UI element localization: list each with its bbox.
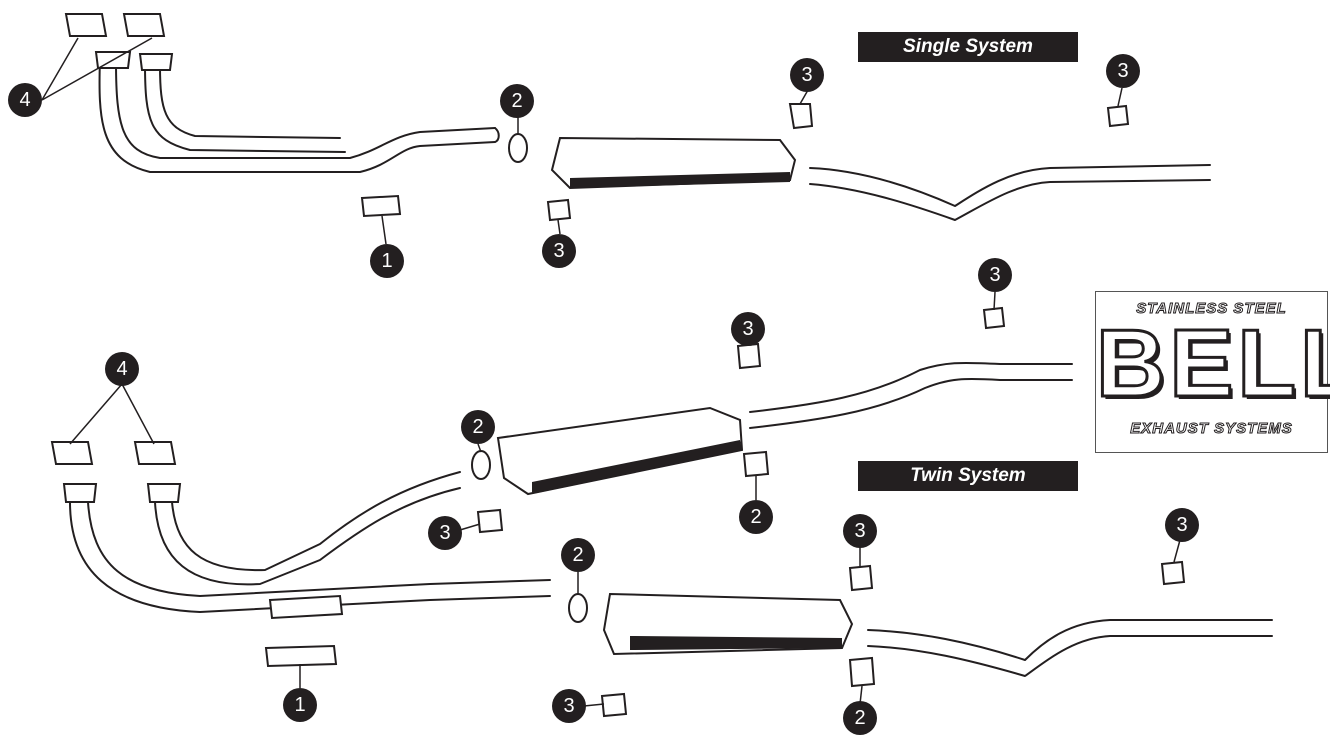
callout-twin-3-upper-top: 3 [731, 312, 765, 346]
twin-lower-silencer-shade [630, 636, 842, 650]
single-leader-4b [41, 37, 153, 101]
twin-leader-2a [477, 443, 482, 453]
single-hanger-right [1106, 104, 1130, 128]
twin-downpipe-b [87, 501, 551, 597]
callout-twin-3-lower-top: 3 [843, 514, 877, 548]
single-system-drawing [41, 13, 1211, 245]
twin-lower-tailpipe-top [867, 619, 1273, 661]
single-leader-1 [381, 215, 387, 245]
twin-leader-4b [121, 383, 155, 445]
single-silencer-shade [570, 172, 790, 188]
callout-twin-4: 4 [105, 352, 139, 386]
single-leader-3b [1117, 87, 1123, 107]
single-sealing-ring [508, 133, 528, 163]
twin-leader-3e [1173, 539, 1181, 563]
twin-hanger-lower-right [1160, 560, 1186, 586]
twin-hanger-lower-top [848, 564, 874, 592]
callout-twin-3-upper-mid: 3 [428, 516, 462, 550]
single-flange-right [138, 53, 174, 71]
single-downpipe-right [144, 63, 346, 153]
callout-twin-3-lower-bottom: 3 [552, 689, 586, 723]
callout-single-2: 2 [500, 84, 534, 118]
callout-twin-2-upper-right: 2 [739, 500, 773, 534]
single-hanger-top [788, 103, 814, 130]
single-gasket-right [122, 13, 166, 37]
single-hanger-bottom [546, 198, 572, 222]
callout-single-3-right: 3 [1106, 54, 1140, 88]
twin-downpipe-d [171, 471, 461, 572]
single-leader-4a [41, 37, 79, 101]
callout-twin-3-lower-right: 3 [1165, 508, 1199, 542]
twin-upper-ring [471, 450, 491, 480]
twin-upper-tailpipe-top [749, 361, 1073, 413]
callout-single-3-top: 3 [790, 58, 824, 92]
callout-twin-2-lower: 2 [561, 538, 595, 572]
callout-twin-2-lower-bottom: 2 [843, 701, 877, 735]
callout-single-4: 4 [8, 83, 42, 117]
twin-leader-3b [993, 291, 996, 311]
single-leader-3a [799, 89, 809, 105]
logo-top-line: STAINLESS STEEL [1136, 300, 1287, 318]
single-gasket-left [64, 13, 108, 37]
single-system-banner: Single System [858, 32, 1078, 62]
logo-bottom-line: EXHAUST SYSTEMS [1130, 420, 1293, 438]
twin-downpipe-c [154, 487, 461, 586]
twin-leader-4a [69, 383, 123, 445]
single-sleeve-clamp [360, 194, 402, 218]
callout-twin-2-upper: 2 [461, 410, 495, 444]
twin-upper-silencer-shade [532, 440, 742, 494]
twin-hanger-upper-top [736, 342, 762, 370]
twin-ring-upper-right [742, 450, 770, 478]
callout-single-3-bottom: 3 [542, 234, 576, 268]
twin-hanger-upper-right [982, 306, 1006, 330]
callout-single-1: 1 [370, 244, 404, 278]
twin-downpipe-a [69, 501, 551, 613]
bell-logo: STAINLESS STEEL BELL EXHAUST SYSTEMS [1095, 291, 1330, 453]
twin-leader-3c [459, 523, 481, 531]
callout-twin-3-upper-right: 3 [978, 258, 1012, 292]
single-downpipe-left [98, 57, 496, 173]
callout-twin-1: 1 [283, 688, 317, 722]
twin-lower-ring [568, 593, 588, 623]
twin-gasket-right [133, 441, 177, 465]
twin-system-drawing [50, 291, 1273, 718]
twin-flange-left [62, 483, 98, 503]
single-leader-3c [557, 219, 561, 235]
twin-hanger-lower-bottom [600, 692, 628, 718]
twin-flange-right [146, 483, 182, 503]
twin-leader-3f [583, 703, 605, 707]
single-downpipe-left-inner [115, 61, 496, 159]
twin-system-banner: Twin System [858, 461, 1078, 491]
single-tailpipe-top [809, 164, 1211, 207]
twin-lower-tailpipe-bottom [867, 635, 1273, 677]
twin-upper-tailpipe-bottom [749, 377, 1073, 429]
single-tailpipe-bottom [809, 179, 1211, 221]
twin-gasket-left [50, 441, 94, 465]
twin-hanger-upper-mid [476, 508, 504, 534]
single-downpipe-right-inner [159, 65, 341, 139]
twin-sleeve-clamp [264, 644, 338, 668]
twin-pipe-clamp-mid [268, 594, 344, 620]
logo-brand: BELL [1095, 310, 1330, 417]
single-pipe-end [494, 127, 500, 143]
twin-ring-lower-right [848, 656, 876, 688]
